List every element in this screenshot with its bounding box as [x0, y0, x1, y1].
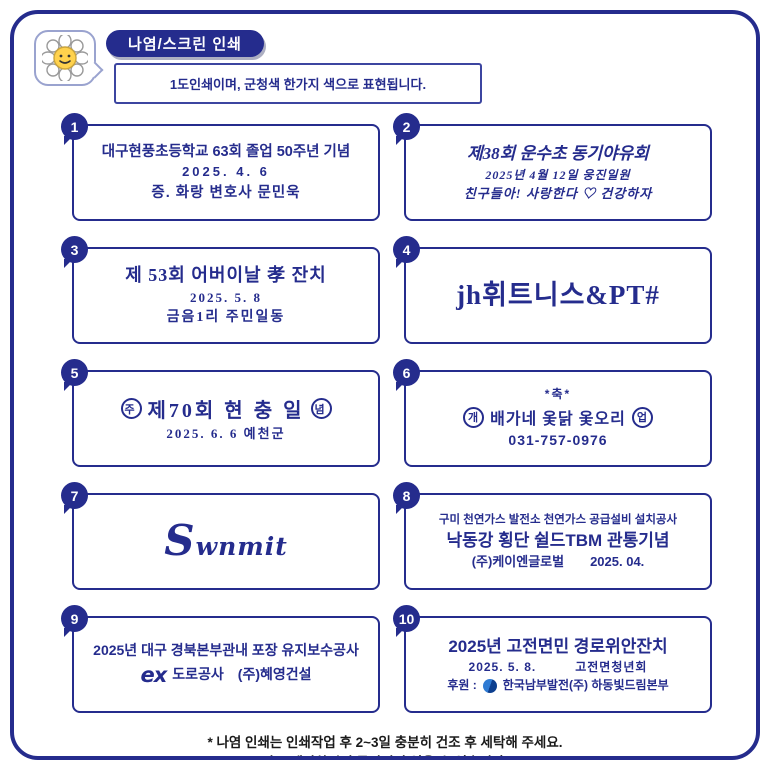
- sample-date: 2025. 4. 6: [182, 164, 270, 180]
- sample-text: (주)케이엔글로벌 2025. 04.: [471, 554, 645, 570]
- page-subtitle: 1도인쇄이며, 군청색 한가지 색으로 표현됩니다.: [114, 63, 482, 104]
- sponsor-label: 후원 :: [447, 678, 477, 693]
- sample-box-2: 2 제38회 운수초 동기야유회 2025년 4월 12일 웅진일원 친구들아!…: [393, 113, 712, 221]
- sample-date: 2025. 6. 6 예천군: [166, 426, 286, 442]
- box-number-badge: 6: [393, 359, 420, 386]
- sample-text: 구미 천연가스 발전소 천연가스 공급설비 설치공사: [438, 513, 678, 526]
- sample-text: 낙동강 횡단 쉴드TBM 관통기념: [446, 530, 670, 550]
- circled-char: 업: [631, 406, 653, 428]
- box-number-badge: 1: [61, 113, 88, 140]
- footer: * 나염 인쇄는 인쇄작업 후 2~3일 충분히 건조 후 세탁해 주세요. (…: [14, 733, 756, 756]
- footer-note-1: * 나염 인쇄는 인쇄작업 후 2~3일 충분히 건조 후 세탁해 주세요.: [207, 735, 563, 750]
- sample-text: *축*: [544, 387, 572, 402]
- flower-smiley-svg: [42, 35, 88, 81]
- sample-phone: 031-757-0976: [508, 432, 608, 449]
- sample-text: 배가네 옻닭 옻오리: [490, 411, 626, 429]
- sample-text: 제38회 운수초 동기야유회: [467, 144, 649, 164]
- sample-text: 도로공사 (주)혜영건설: [172, 666, 312, 682]
- sample-box-5: 5 주 제70회 현 충 일 념 2025. 6. 6 예천군: [61, 359, 380, 467]
- sample-box-9: 9 2025년 대구 경북본부관내 포장 유지보수공사 ex 도로공사 (주)혜…: [61, 605, 380, 713]
- page-title: 나염/스크린 인쇄: [106, 30, 264, 57]
- circled-char: 주: [120, 398, 142, 420]
- sample-date: 2025. 5. 8. 고전면청년회: [468, 660, 648, 675]
- footer-note-2: (바로 세탁하시면 물빠짐이 있을 수 있습니다.): [14, 753, 756, 756]
- sponsor-text: 한국남부발전(주) 하동빛드림본부: [502, 678, 669, 693]
- sample-text-row: ex 도로공사 (주)혜영건설: [140, 663, 311, 687]
- sample-logo-text: Swnmit: [164, 516, 288, 566]
- samples-grid: 1 대구현풍초등학교 63회 졸업 50주년 기념 2025. 4. 6 증. …: [14, 110, 756, 713]
- box-number-badge: 10: [393, 605, 420, 632]
- sample-box-3: 3 제 53회 어버이날 孝 잔치 2025. 5. 8 금음1리 주민일동: [61, 236, 380, 344]
- sample-box-8: 8 구미 천연가스 발전소 천연가스 공급설비 설치공사 낙동강 횡단 쉴드TB…: [393, 482, 712, 590]
- circled-char: 념: [310, 398, 332, 420]
- box-number-badge: 4: [393, 236, 420, 263]
- header: 나염/스크린 인쇄 1도인쇄이며, 군청색 한가지 색으로 표현됩니다.: [34, 30, 756, 104]
- sample-box-4: 4 jh휘트니스&PT#: [393, 236, 712, 344]
- sample-text-row: 개 배가네 옻닭 옻오리 업: [463, 405, 653, 429]
- box-number-badge: 3: [61, 236, 88, 263]
- sample-text: 2025년 고전면민 경로위안잔치: [448, 636, 668, 656]
- circled-char: 개: [463, 406, 485, 428]
- box-number-badge: 7: [61, 482, 88, 509]
- box-number-badge: 8: [393, 482, 420, 509]
- header-texts: 나염/스크린 인쇄 1도인쇄이며, 군청색 한가지 색으로 표현됩니다.: [106, 30, 482, 104]
- sample-text: 2025년 대구 경북본부관내 포장 유지보수공사: [93, 642, 359, 659]
- sample-logo-text: jh휘트니스&PT#: [456, 279, 660, 310]
- sample-text: 제70회 현 충 일: [147, 400, 305, 423]
- sample-date: 2025년 4월 12일 웅진일원: [485, 167, 631, 182]
- flower-smiley-icon: [34, 30, 96, 86]
- sample-text: 대구현풍초등학교 63회 졸업 50주년 기념: [101, 144, 351, 161]
- sample-text: 금음1리 주민일동: [166, 310, 286, 326]
- sample-box-7: 7 Swnmit: [61, 482, 380, 590]
- box-number-badge: 9: [61, 605, 88, 632]
- sample-text: 증. 화랑 변호사 문민욱: [151, 184, 301, 201]
- flyer-page: 나염/스크린 인쇄 1도인쇄이며, 군청색 한가지 색으로 표현됩니다. 1 대…: [10, 10, 760, 760]
- sponsor-row: 후원 : 한국남부발전(주) 하동빛드림본부: [447, 678, 669, 693]
- sample-box-10: 10 2025년 고전면민 경로위안잔치 2025. 5. 8. 고전면청년회 …: [393, 605, 712, 713]
- sample-box-6: 6 *축* 개 배가네 옻닭 옻오리 업 031-757-0976: [393, 359, 712, 467]
- box-number-badge: 2: [393, 113, 420, 140]
- kospo-logo-icon: [482, 678, 497, 693]
- sample-date: 2025. 5. 8: [190, 289, 262, 305]
- sample-text: 친구들아! 사랑한다 ♡ 건강하자: [463, 185, 653, 201]
- sample-text: 제 53회 어버이날 孝 잔치: [125, 265, 327, 286]
- sample-box-1: 1 대구현풍초등학교 63회 졸업 50주년 기념 2025. 4. 6 증. …: [61, 113, 380, 221]
- ex-expressway-logo: ex: [140, 662, 167, 687]
- box-number-badge: 5: [61, 359, 88, 386]
- sample-text-row: 주 제70회 현 충 일 념: [120, 394, 332, 423]
